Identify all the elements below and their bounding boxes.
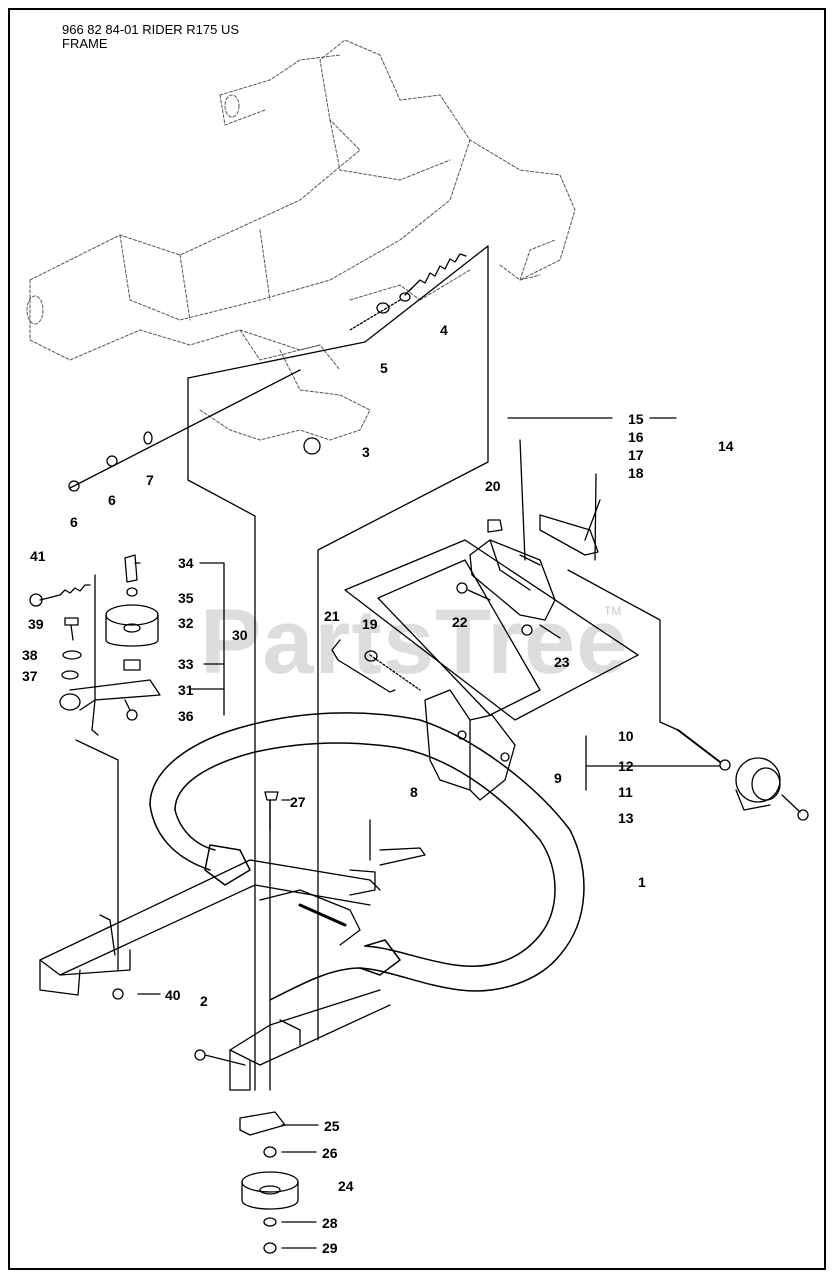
callout-32: 32 [178, 615, 194, 631]
callout-34: 34 [178, 555, 194, 571]
callout-21: 21 [324, 608, 340, 624]
callout-12: 12 [618, 758, 634, 774]
bracket-part-15 [456, 499, 601, 639]
callout-18: 18 [628, 465, 644, 481]
spring-part-4 [349, 253, 467, 331]
callout-6-lower: 6 [70, 514, 78, 530]
leader-lines [75, 245, 721, 1249]
callout-37: 37 [22, 668, 38, 684]
callout-8: 8 [410, 784, 418, 800]
bolt-part-27 [264, 791, 279, 831]
diagram-border [8, 8, 826, 1270]
callout-29: 29 [322, 1240, 338, 1256]
callout-31: 31 [178, 682, 194, 698]
callout-4: 4 [440, 322, 448, 338]
callout-25: 25 [324, 1118, 340, 1134]
callout-24: 24 [338, 1178, 354, 1194]
callout-35: 35 [178, 590, 194, 606]
frame-cross-member-part-2 [39, 847, 426, 1091]
isolator-left-parts-30-41 [29, 554, 161, 736]
rod-part-21 [331, 639, 421, 693]
wheel-part-10-13 [677, 729, 809, 821]
callout-15: 15 [628, 411, 644, 427]
callout-23: 23 [554, 654, 570, 670]
callout-40: 40 [165, 987, 181, 1003]
callout-41: 41 [30, 548, 46, 564]
callout-28: 28 [322, 1215, 338, 1231]
nut-part-3 [303, 437, 321, 455]
callout-26: 26 [322, 1145, 338, 1161]
callout-36: 36 [178, 708, 194, 724]
diagram-subtitle: FRAME [62, 36, 108, 51]
bracket-part-8-9 [424, 689, 516, 801]
callout-17: 17 [628, 447, 644, 463]
callout-1: 1 [638, 874, 646, 890]
nut-part-20 [487, 519, 503, 533]
diagram-title: 966 82 84-01 RIDER R175 US [62, 22, 240, 37]
callout-10: 10 [618, 728, 634, 744]
callout-14: 14 [718, 438, 734, 454]
upper-chassis-outline [26, 39, 576, 441]
callout-5: 5 [380, 360, 388, 376]
bolt-stack-6-7 [68, 369, 301, 492]
callout-11: 11 [618, 784, 633, 800]
callout-27: 27 [290, 794, 306, 810]
callout-3: 3 [362, 444, 370, 460]
callout-7: 7 [146, 472, 154, 488]
main-frame-tube-part-1 [149, 712, 585, 1001]
callout-19: 19 [362, 616, 378, 632]
plate-part-22 [344, 539, 639, 721]
callout-2: 2 [200, 993, 208, 1009]
isolator-bottom-parts-24-29 [239, 1111, 299, 1254]
callout-16: 16 [628, 429, 644, 445]
callout-38: 38 [22, 647, 38, 663]
callout-30: 30 [232, 627, 248, 643]
callout-33: 33 [178, 656, 194, 672]
callout-13: 13 [618, 810, 634, 826]
callout-20: 20 [485, 478, 501, 494]
callout-22: 22 [452, 614, 468, 630]
callout-39: 39 [28, 616, 44, 632]
callout-6-upper: 6 [108, 492, 116, 508]
callout-9: 9 [554, 770, 562, 786]
